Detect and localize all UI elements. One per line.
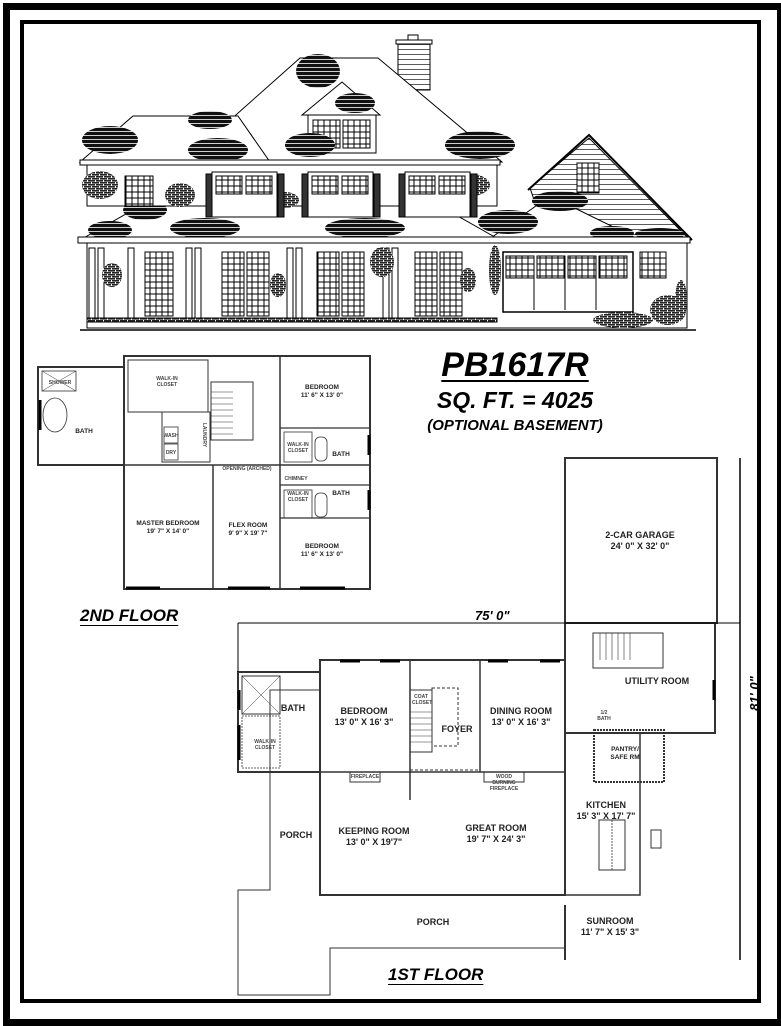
shower-label: SHOWER (48, 380, 72, 386)
room-size: 13' 0" X 16' 3" (491, 717, 551, 727)
room-closet-lower: WALK-IN CLOSET (287, 491, 309, 503)
room-size: 24' 0" X 32' 0" (610, 541, 670, 551)
plan-number: PB1617R (441, 346, 589, 384)
room-walkin-closet-first: WALK-IN CLOSET (254, 739, 276, 751)
room-name: FLEX ROOM (228, 522, 268, 529)
room-porch-front: PORCH (416, 917, 450, 927)
second-floor-label: 2ND FLOOR (80, 606, 179, 625)
room-garage: 2-CAR GARAGE 24' 0" X 32' 0" (605, 530, 675, 552)
outer-border (3, 3, 781, 1026)
second-floor-plan (37, 355, 371, 590)
room-master-closet: WALK-IN CLOSET (156, 376, 178, 388)
room-size: 13' 0" X 16' 3" (334, 717, 394, 727)
room-size: 19' 7" X 14' 0" (146, 528, 190, 535)
room-bedroom-lower: BEDROOM 11' 6" X 13' 0" (301, 543, 343, 559)
width-dimension: 75' 0" (475, 608, 510, 623)
room-bath-lower: BATH (332, 490, 350, 497)
room-size: 19' 7" X 24' 3" (466, 834, 526, 844)
room-name: DINING ROOM (490, 706, 552, 716)
room-master-bath: BATH (75, 428, 93, 435)
room-bedroom-first: BEDROOM 13' 0" X 16' 3" (335, 706, 394, 728)
room-keeping: KEEPING ROOM 13' 0" X 19'7" (338, 826, 409, 848)
room-porch-side: PORCH (279, 830, 313, 840)
inner-border (20, 20, 761, 1003)
room-size: 11' 6" X 13' 0" (300, 392, 344, 399)
room-bedroom-upper: BEDROOM 11' 6" X 13' 0" (301, 384, 343, 400)
room-laundry: LAUNDRY (201, 422, 208, 448)
room-master-bedroom: MASTER BEDROOM 19' 7" X 14' 0" (136, 520, 199, 536)
room-kitchen: KITCHEN 15' 3" X 17' 7" (577, 800, 636, 822)
title-block: PB1617R SQ. FT. = 4025 (OPTIONAL BASEMEN… (395, 345, 635, 437)
room-name: BEDROOM (305, 543, 339, 550)
room-closet-upper: WALK-IN CLOSET (287, 442, 309, 454)
chimney-label: CHIMNEY (284, 476, 308, 482)
room-sunroom: SUNROOM 11' 7" X 15' 3" (581, 916, 639, 938)
coat-closet-label: COAT CLOSET (412, 694, 433, 706)
room-name: MASTER BEDROOM (136, 520, 200, 527)
wood-fireplace-label: WOOD BURNING FIREPLACE (489, 774, 519, 792)
room-name: BEDROOM (305, 384, 339, 391)
room-size: 11' 7" X 15' 3" (580, 927, 640, 937)
room-size: 13' 0" X 19'7" (345, 837, 403, 847)
room-half-bath: 1/2 BATH (597, 710, 611, 722)
room-utility: UTILITY ROOM (624, 676, 690, 686)
room-dining: DINING ROOM 13' 0" X 16' 3" (490, 706, 552, 728)
fireplace-label: FIREPLACE (350, 774, 380, 780)
room-size: 11' 6" X 13' 0" (300, 551, 344, 558)
room-size: 15' 3" X 17' 7" (576, 811, 636, 821)
arched-opening-label: OPENING (ARCHED) (222, 466, 272, 472)
first-floor-plan (237, 457, 741, 996)
room-name: SUNROOM (586, 916, 634, 926)
room-flex-room: FLEX ROOM 9' 9" X 19' 7" (229, 522, 268, 538)
room-name: GREAT ROOM (465, 823, 527, 833)
depth-dimension: 81' 0" (746, 676, 762, 711)
room-name: KITCHEN (585, 800, 626, 810)
dryer-label: DRY (165, 450, 177, 456)
room-bath-first: BATH (280, 703, 306, 713)
room-name: BEDROOM (340, 706, 388, 716)
washer-label: WASH (163, 433, 179, 439)
room-bath-upper: BATH (332, 451, 350, 458)
first-floor-label: 1ST FLOOR (388, 965, 484, 984)
room-name: KEEPING ROOM (338, 826, 410, 836)
room-pantry: PANTRY/ SAFE RM (610, 746, 640, 761)
room-name: 2-CAR GARAGE (605, 530, 675, 540)
basement-note: (OPTIONAL BASEMENT) (427, 417, 603, 434)
room-foyer: FOYER (441, 724, 473, 734)
room-size: 9' 9" X 19' 7" (228, 530, 268, 537)
room-great: GREAT ROOM 19' 7" X 24' 3" (465, 823, 526, 845)
square-footage: SQ. FT. = 4025 (436, 387, 594, 413)
